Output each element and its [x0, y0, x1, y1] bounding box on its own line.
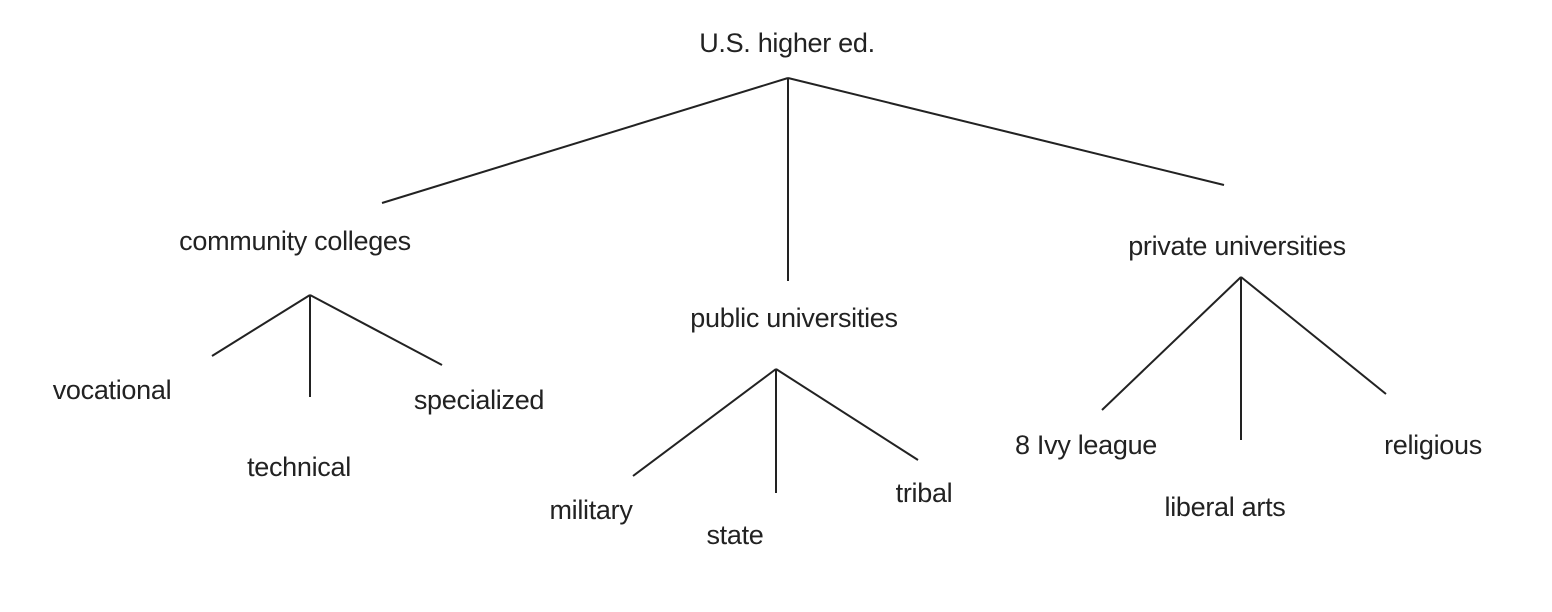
node-private-universities: private universities	[1128, 231, 1346, 261]
leaf-vocational: vocational	[52, 375, 172, 405]
leaf-liberal-arts: liberal arts	[1164, 492, 1286, 522]
leaf-tribal: tribal	[895, 478, 953, 508]
leaf-military: military	[549, 495, 633, 525]
leaf-state: state	[706, 520, 764, 550]
leaf-technical: technical	[247, 452, 351, 482]
leaf-specialized: specialized	[413, 385, 545, 415]
node-public-universities: public universities	[690, 303, 898, 333]
node-community-colleges: community colleges	[179, 226, 411, 256]
leaf-ivy-league: 8 Ivy league	[1015, 430, 1157, 460]
root-node: U.S. higher ed.	[699, 28, 875, 58]
leaf-religious: religious	[1384, 430, 1482, 460]
